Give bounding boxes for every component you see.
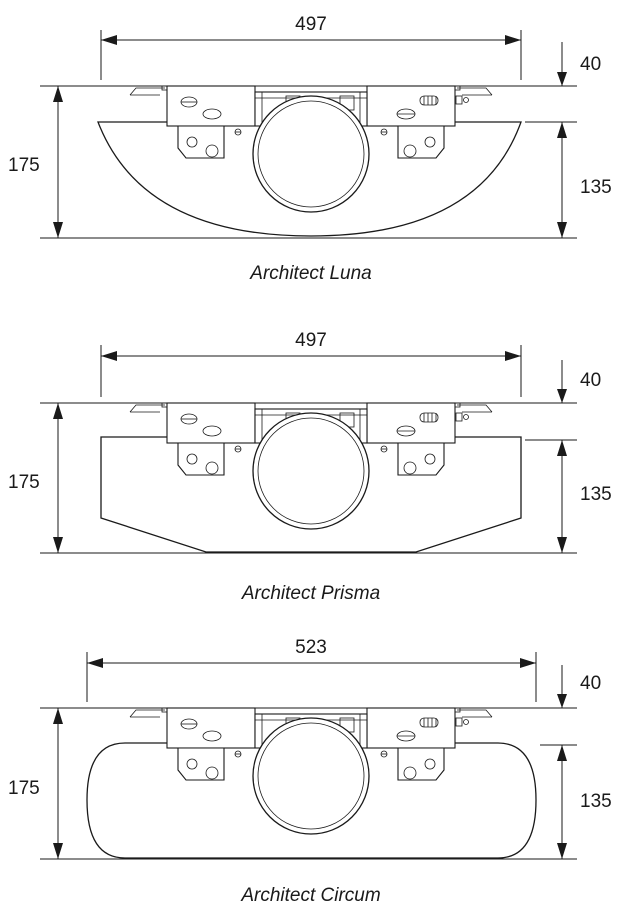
drawing-prisma: 497 175 40 135 Architect Prisma <box>8 330 612 604</box>
circum-width-label: 523 <box>295 637 327 658</box>
circum-body-label: 135 <box>580 791 612 812</box>
luna-height-label: 175 <box>8 155 40 176</box>
luna-top-label: 40 <box>580 54 601 75</box>
caption-circum: Architect Circum <box>240 885 380 906</box>
caption-prisma: Architect Prisma <box>241 583 380 604</box>
drawing-luna: 497 175 40 135 Architect Luna <box>8 14 612 284</box>
prisma-height-label: 175 <box>8 472 40 493</box>
circum-height-label: 175 <box>8 778 40 799</box>
luna-body-label: 135 <box>580 177 612 198</box>
luna-width-label: 497 <box>295 14 327 35</box>
prisma-width-label: 497 <box>295 330 327 351</box>
circum-top-label: 40 <box>580 673 601 694</box>
caption-luna: Architect Luna <box>249 263 371 284</box>
prisma-body-label: 135 <box>580 484 612 505</box>
prisma-top-label: 40 <box>580 370 601 391</box>
drawing-circum: 523 175 40 135 Architect Circum <box>8 637 612 906</box>
